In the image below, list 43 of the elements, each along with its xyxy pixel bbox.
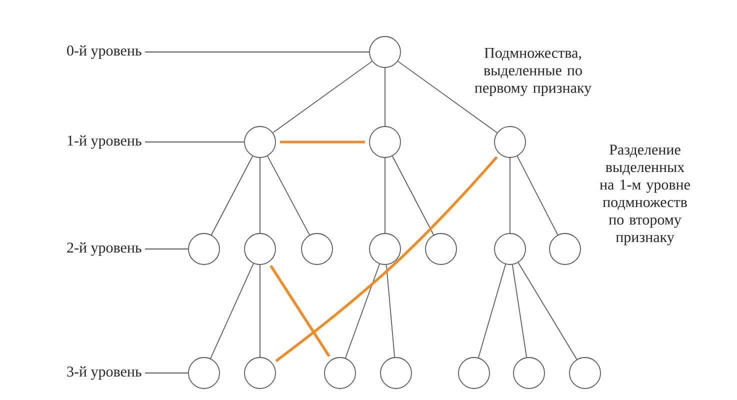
tree-branch	[210, 263, 254, 359]
level-label: 0-й уровень	[67, 45, 142, 59]
tree-branch	[478, 264, 506, 358]
crossing-line	[280, 140, 366, 144]
tree-node-circle	[569, 357, 601, 389]
tree-node-circle	[244, 357, 276, 389]
note-text: Разделение выделенных на 1-м уровне подмножеств по второму признаку	[600, 144, 690, 246]
tree-node-circle	[513, 357, 545, 389]
tree-branch	[345, 264, 380, 358]
tree-node-circle	[549, 233, 581, 265]
tree-node-circle	[494, 126, 526, 158]
tree-node-circle	[425, 233, 457, 265]
level-label: 1-й уровень	[68, 135, 142, 149]
tree-branch	[392, 156, 434, 236]
tree-node-circle	[369, 126, 401, 158]
note-text: Подмножества, выделенные по первому признаку	[474, 48, 592, 96]
tree-branch	[386, 264, 396, 358]
level-label: 3-й уровень	[67, 366, 142, 380]
tree-node-circle	[494, 233, 526, 265]
tree-node-circle	[301, 233, 333, 265]
tree-branch	[384, 158, 386, 234]
tree-branch	[272, 60, 372, 134]
tree-node-circle	[244, 233, 276, 265]
tree-branch	[398, 60, 498, 134]
tree-branch	[516, 156, 558, 236]
leader-line	[144, 248, 188, 250]
tree-branch	[384, 68, 386, 126]
leader-line	[144, 372, 188, 374]
tree-node-circle	[188, 233, 220, 265]
tree-node-circle	[380, 357, 412, 389]
crossing-line	[275, 156, 498, 362]
tree-branch	[512, 264, 528, 358]
tree-node-circle	[188, 357, 220, 389]
tree-node-circle	[369, 36, 401, 68]
tree-node-circle	[324, 357, 356, 389]
tree-branch	[518, 262, 578, 360]
tree-node-circle	[458, 357, 490, 389]
tree-node-circle	[369, 233, 401, 265]
tree-node-circle	[244, 126, 276, 158]
level-label: 2-й уровень	[67, 242, 142, 256]
tree-branch	[267, 156, 310, 236]
crossing-line	[270, 265, 330, 357]
tree-branch	[210, 156, 254, 236]
